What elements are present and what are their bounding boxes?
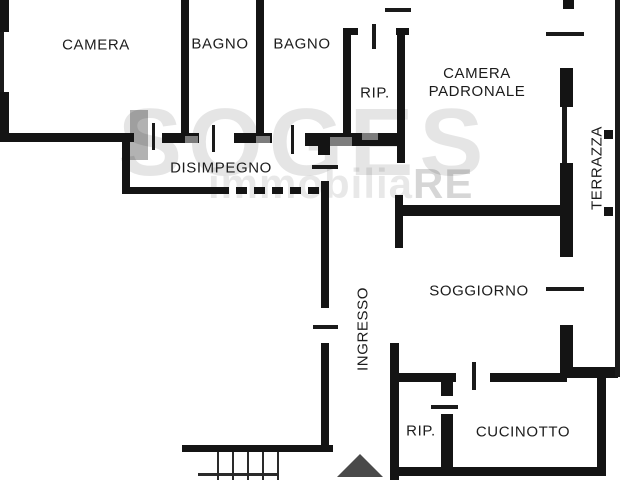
wall-band-step — [318, 145, 330, 155]
door-tick-cucinotto — [472, 362, 476, 390]
door-mark-camera-padronale — [312, 165, 338, 169]
watermark-tagline-left: immobilia — [208, 160, 414, 207]
wall-rip2-right-lower — [441, 414, 453, 470]
door-swing-bagno1-gray — [256, 136, 270, 143]
door-mark-terrace — [546, 287, 584, 291]
wall-soggiorno-right — [560, 325, 573, 368]
room-label-bagno-1: BAGNO — [191, 35, 249, 53]
wall-bagno1-left — [181, 0, 189, 133]
wall-rip-top-right — [397, 28, 405, 163]
entrance-arrow — [337, 454, 383, 477]
terrace-post-1 — [604, 130, 613, 139]
wall-left-lower — [0, 92, 9, 141]
door-tick-bagno1 — [212, 125, 215, 152]
window-left — [0, 32, 4, 92]
wall-padronale-soggiorno-stub — [395, 195, 403, 248]
wall-kitchen-top-left — [399, 373, 456, 382]
room-label-bagno-2: BAGNO — [273, 35, 331, 53]
stair-step — [262, 452, 264, 480]
wall-camera-bottom — [0, 133, 134, 142]
window-mark-rip-top — [385, 8, 411, 12]
stair-rail — [198, 473, 278, 476]
room-label-soggiorno: SOGGIORNO — [429, 282, 529, 300]
window-padronale-terrace — [562, 107, 567, 163]
door-swing-camera-gray — [185, 136, 198, 143]
wall-soggiorno-corner — [560, 367, 618, 378]
room-label-cucinotto: CUCINOTTO — [475, 423, 571, 441]
door-tick-rip-top — [372, 24, 376, 49]
wall-disimpegno-left — [122, 139, 130, 194]
door-tick-ingresso — [313, 325, 338, 329]
wall-terrace-outer — [615, 0, 620, 377]
watermark-tagline: immobiliaRE — [208, 160, 473, 208]
door-mark-rip2 — [431, 405, 458, 409]
stair-step — [232, 452, 234, 480]
room-label-camera-padronale-line1: CAMERA — [443, 65, 511, 82]
stair-step — [277, 452, 279, 480]
door-swing-bagno1 — [234, 133, 272, 143]
wall-rip2-right-stub — [441, 380, 453, 396]
room-label-ingresso: INGRESSO — [354, 287, 372, 371]
wall-landing — [182, 445, 333, 452]
stair-step — [217, 452, 219, 480]
wall-ingresso-left-lower — [321, 343, 329, 452]
wall-kitchen-left — [390, 343, 399, 480]
wall-rip-top-left — [343, 28, 351, 133]
room-label-disimpegno: DISIMPEGNO — [170, 159, 272, 177]
wall-bottom — [390, 467, 606, 476]
room-label-terrazza: TERRAZZA — [588, 126, 606, 210]
wall-bagno2-left — [256, 0, 264, 133]
wall-disimpegno-bottom — [122, 187, 218, 194]
room-label-camera-padronale-line2: PADRONALE — [428, 83, 526, 100]
window-mark-padronale — [546, 32, 584, 36]
wall-top-stub-right — [563, 0, 574, 9]
wall-ingresso-left-upper — [321, 181, 329, 308]
door-tick-camera — [152, 123, 155, 150]
door-swing-band-gray-2 — [362, 133, 378, 140]
door-swing-band-gray-1 — [330, 137, 352, 146]
room-label-camera: CAMERA — [62, 36, 130, 54]
wall-padronale-right-1 — [560, 68, 573, 107]
door-tick-bagno2 — [291, 125, 294, 154]
room-label-rip-bottom: RIP. — [406, 422, 436, 440]
watermark-logo-block — [130, 110, 148, 160]
wall-cucinotto-right — [597, 378, 606, 473]
terrace-post-2 — [604, 207, 613, 216]
wall-rip-top-stub-left — [343, 28, 358, 35]
wall-kitchen-top-right — [490, 373, 567, 382]
door-swing-camera — [162, 133, 199, 143]
wall-disimpegno-bottom-dashed — [218, 187, 327, 194]
stair-step — [247, 452, 249, 480]
wall-padronale-soggiorno — [395, 205, 572, 216]
room-label-rip-top: RIP. — [360, 84, 390, 102]
wall-left-top — [0, 0, 9, 32]
watermark-tagline-right: RE — [413, 160, 474, 207]
